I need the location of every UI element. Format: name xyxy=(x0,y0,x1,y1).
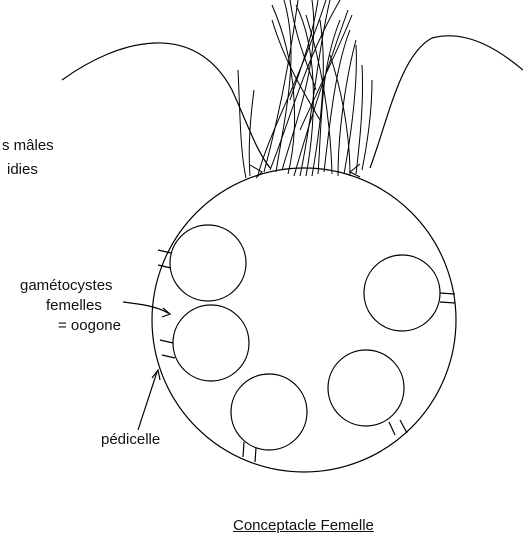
label-pedicelle: pédicelle xyxy=(101,430,160,449)
pedicelle-arrow-line xyxy=(138,372,157,430)
oogone-circle xyxy=(364,255,440,331)
oogone-circle xyxy=(231,374,307,450)
gametocystes-arrow-line xyxy=(123,302,168,313)
label-males-line2: idies xyxy=(7,160,38,179)
oogone-circle xyxy=(328,350,404,426)
oogone-circle xyxy=(170,225,246,301)
oogone-circle xyxy=(173,305,249,381)
thallus-surface-left xyxy=(62,43,270,168)
diagram-caption: Conceptacle Femelle xyxy=(233,517,374,534)
pedicels xyxy=(158,250,455,462)
label-gametocystes-line2: femelles xyxy=(46,296,102,315)
label-gametocystes-line3: = oogone xyxy=(58,316,121,335)
thallus-surface-right xyxy=(370,36,523,168)
label-gametocystes-line1: gamétocystes xyxy=(20,276,113,295)
label-males-line1: s mâles xyxy=(2,136,54,155)
paraphyses-bundle xyxy=(238,0,372,178)
